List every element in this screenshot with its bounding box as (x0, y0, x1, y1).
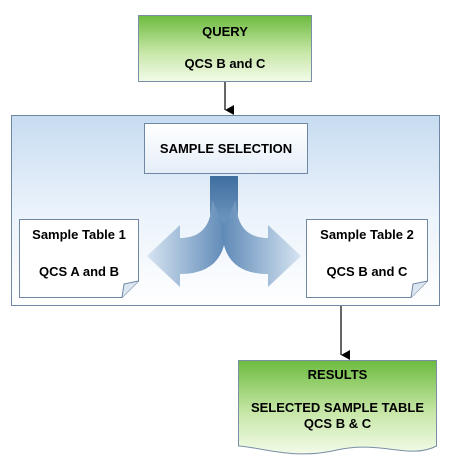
results-box (238, 360, 437, 455)
query-box (138, 15, 312, 82)
results-line-1: SELECTED SAMPLE TABLE (250, 400, 425, 415)
sample-table-2-fold (410, 280, 428, 298)
sample-selection-box (144, 123, 308, 174)
results-title: RESULTS (307, 367, 368, 382)
sample-table-1-fold (121, 280, 139, 298)
sample-selection-title: SAMPLE SELECTION (159, 141, 293, 156)
sample-table-2-title: Sample Table 2 (320, 227, 414, 242)
split-arrow (147, 176, 301, 287)
split-arrow-left-branch (147, 200, 226, 287)
split-arrow-right-branch (222, 200, 301, 287)
sample-table-1-subtitle: QCS A and B (39, 264, 119, 279)
results-line-2: QCS B & C (303, 416, 372, 431)
query-title: QUERY (202, 24, 248, 39)
query-subtitle: QCS B and C (184, 56, 266, 71)
sample-table-1-title: Sample Table 1 (32, 227, 126, 242)
sample-table-2-subtitle: QCS B and C (326, 264, 408, 279)
